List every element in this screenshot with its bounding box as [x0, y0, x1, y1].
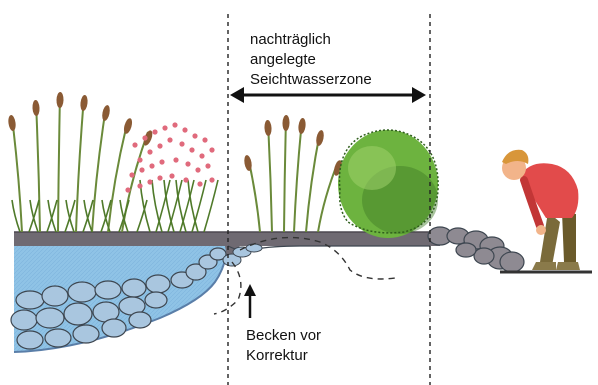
reed-head [101, 104, 111, 121]
flower-petal [195, 167, 200, 172]
flower-petal [169, 173, 174, 178]
before-label-line-2: Korrektur [246, 346, 308, 366]
flower-petal [197, 181, 202, 186]
reed-stem [294, 120, 302, 232]
reed-head [32, 100, 40, 116]
reed-stem [306, 132, 320, 232]
reeds-left [7, 92, 154, 232]
stone [17, 331, 43, 349]
flower-petal [167, 137, 172, 142]
stone [95, 281, 121, 299]
flower-petal [183, 177, 188, 182]
reed-head [7, 115, 16, 132]
flower-petal [192, 133, 197, 138]
flower-petal [202, 137, 207, 142]
stone [11, 310, 37, 330]
leaf [188, 180, 198, 232]
flower-petal [157, 175, 162, 180]
stone [68, 282, 96, 302]
reed-stem [58, 94, 60, 232]
flower-petal [149, 163, 154, 168]
flower-petal [125, 187, 130, 192]
flower-petal [157, 143, 162, 148]
zone-label-line-3: Seichtwasserzone [250, 70, 372, 90]
leaf [164, 180, 174, 232]
stone [474, 248, 494, 264]
reed-head [264, 120, 272, 136]
flower-petal [172, 122, 177, 127]
flower-petal [159, 159, 164, 164]
flower-petal [205, 163, 210, 168]
flower-petal [185, 161, 190, 166]
flower-petal [173, 157, 178, 162]
grass-blade [12, 200, 20, 232]
leaf [204, 180, 218, 232]
reed-head [315, 129, 325, 146]
flower-petal [179, 141, 184, 146]
flower-petal [129, 172, 134, 177]
reed-stem [284, 117, 286, 232]
flower-petal [137, 157, 142, 162]
stone [16, 291, 44, 309]
stone [73, 325, 99, 343]
flower-petal [209, 177, 214, 182]
stone [36, 308, 64, 328]
zone-label-line-1: nachträglich [250, 30, 331, 50]
flower-petal [147, 149, 152, 154]
reeds-center [243, 115, 343, 232]
stone [45, 329, 71, 347]
reed-head [80, 95, 89, 112]
reed-head [282, 115, 289, 131]
shrub [338, 130, 438, 238]
reed-stem [36, 102, 40, 232]
reed-head [298, 118, 307, 135]
reed-stem [268, 122, 272, 232]
leaf [152, 180, 162, 232]
stone [64, 303, 92, 325]
reed-stem [12, 117, 22, 232]
before-label-line-1: Becken vor [246, 326, 321, 346]
flower-petal [189, 147, 194, 152]
arrow-up-icon [244, 284, 256, 318]
flowering-plant [125, 122, 218, 232]
stone [145, 292, 167, 308]
flower-petal [139, 167, 144, 172]
leaf [192, 180, 206, 232]
stone [246, 244, 262, 252]
flower-petal [209, 147, 214, 152]
flower-petal [147, 179, 152, 184]
leaf [176, 180, 186, 232]
flower-petal [182, 127, 187, 132]
stone [146, 275, 170, 293]
stone [456, 243, 476, 257]
stone [500, 252, 524, 272]
flower-petal [132, 142, 137, 147]
flower-petal [137, 183, 142, 188]
stone [102, 319, 126, 337]
reed-head [56, 92, 63, 108]
flower-petal [152, 129, 157, 134]
zone-label-line-2: angelegte [250, 50, 316, 70]
reed-stem [76, 97, 84, 232]
stone [129, 312, 151, 328]
stone [42, 286, 68, 306]
right-bank-stones [428, 227, 524, 272]
flower-petal [199, 153, 204, 158]
flower-petal [162, 125, 167, 130]
stone [122, 279, 146, 297]
flower-petal [142, 135, 147, 140]
